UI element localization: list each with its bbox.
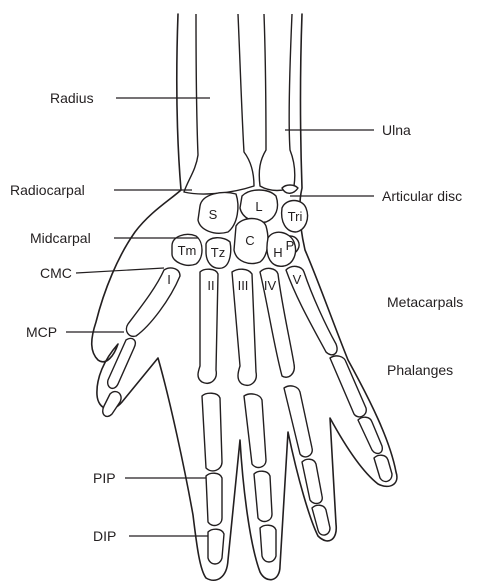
radiocarpal-label: Radiocarpal	[10, 182, 85, 198]
metacarpal-numeral-1: I	[167, 272, 171, 287]
midcarpal-label: Midcarpal	[30, 230, 91, 246]
pip-label: PIP	[93, 470, 116, 486]
articular-disc-label: Articular disc	[382, 188, 462, 204]
mcp-label: MCP	[26, 324, 57, 340]
trapezoid-label: Tz	[211, 245, 225, 260]
dip-label: DIP	[93, 528, 116, 544]
metacarpal-numeral-3: III	[238, 278, 249, 293]
lunate-label: L	[255, 199, 262, 214]
index-proximal-phalanx	[202, 393, 222, 471]
scaphoid-label: S	[209, 207, 218, 222]
radius-label: Radius	[50, 90, 94, 106]
metacarpals-label: Metacarpals	[387, 294, 463, 310]
phalanges-label: Phalanges	[387, 362, 453, 378]
capitate-label: C	[245, 233, 254, 248]
hamate-label: H	[273, 245, 282, 260]
cmc-label: CMC	[40, 265, 72, 281]
index-middle-phalanx	[206, 473, 222, 525]
metacarpal-numeral-5: V	[293, 272, 302, 287]
pisiform-label: P	[286, 238, 295, 253]
triquetrum-label: Tri	[288, 209, 303, 224]
ulna-label: Ulna	[382, 122, 411, 138]
metacarpal-numeral-4: IV	[264, 278, 277, 293]
scaphoid-bone	[198, 193, 238, 234]
trapezium-label: Tm	[178, 243, 197, 258]
index-distal-phalanx	[208, 529, 224, 564]
metacarpal-numeral-2: II	[207, 278, 214, 293]
middle-distal-phalanx	[260, 525, 276, 562]
